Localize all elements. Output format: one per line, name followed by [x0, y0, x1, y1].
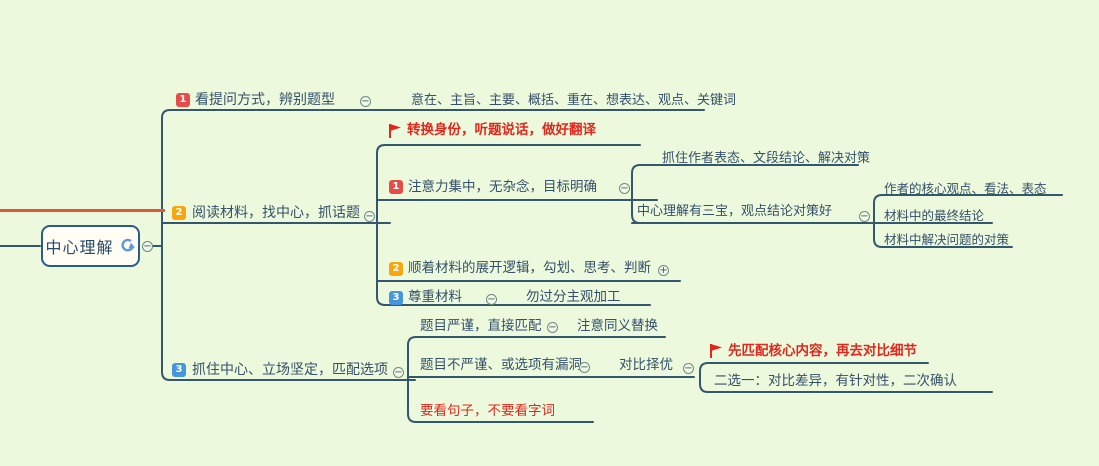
sanbao-child-node[interactable]: 材料中解决问题的对策 [884, 232, 1010, 247]
strict-collapse-icon[interactable]: − [547, 322, 558, 333]
branch-2-note-node[interactable]: 转换身份，听题说话，做好翻译 [407, 122, 596, 138]
flag-icon [389, 124, 401, 138]
branch-1-child-node[interactable]: 意在、主旨、主要、概括、重在、想表达、观点、关键词 [411, 93, 737, 108]
root-label: 中心理解 [45, 238, 114, 257]
branch-1-node[interactable]: 看提问方式，辨别题型 [195, 92, 335, 108]
focus-node[interactable]: 注意力集中，无杂念，目标明确 [408, 179, 597, 195]
respect-collapse-icon[interactable]: − [486, 294, 497, 305]
respect-node[interactable]: 尊重材料 [408, 289, 462, 305]
root-collapse-icon[interactable]: − [142, 241, 153, 252]
branch-1-collapse-icon[interactable]: − [360, 96, 371, 107]
two-choice-node[interactable]: 二选一：对比差异，有针对性，二次确认 [714, 373, 957, 389]
compare-collapse-icon[interactable]: − [683, 363, 694, 374]
logic-node[interactable]: 顺着材料的展开逻辑，勾划、思考、判断 [408, 260, 651, 276]
respect-child-node[interactable]: 勿过分主观加工 [526, 289, 621, 305]
strict-child-node[interactable]: 注意同义替换 [577, 318, 658, 334]
logic-expand-icon[interactable]: + [658, 265, 669, 276]
compare-note-node[interactable]: 先匹配核心内容，再去对比细节 [728, 343, 917, 359]
branch-3-collapse-icon[interactable]: − [393, 367, 404, 378]
sanbao-node[interactable]: 中心理解有三宝，观点结论对策好 [637, 204, 833, 219]
grab-attitude-node[interactable]: 抓住作者表态、文段结论、解决对策 [662, 151, 871, 166]
focus-collapse-icon[interactable]: − [619, 183, 630, 194]
flag-icon [710, 344, 722, 358]
priority-3-marker-icon: 3 [172, 363, 186, 377]
priority-1-marker-icon: 1 [176, 93, 190, 107]
sanbao-child-node[interactable]: 作者的核心观点、看法、表态 [884, 181, 1047, 196]
loose-node[interactable]: 题目不严谨、或选项有漏洞 [420, 357, 582, 373]
offscreen-branch-line [0, 209, 165, 212]
loose-collapse-icon[interactable]: − [579, 362, 590, 373]
branch-3-node[interactable]: 抓住中心、立场坚定，匹配选项 [192, 362, 388, 378]
compare-node[interactable]: 对比择优 [619, 357, 673, 373]
priority-3-marker-icon: 3 [389, 291, 403, 305]
priority-2-marker-icon: 2 [389, 262, 403, 276]
branch-2-node[interactable]: 阅读材料，找中心，抓话题 [192, 205, 360, 221]
sanbao-collapse-icon[interactable]: − [859, 211, 870, 222]
priority-2-marker-icon: 2 [172, 206, 186, 220]
branch-2-collapse-icon[interactable]: − [364, 211, 375, 222]
strict-node[interactable]: 题目严谨，直接匹配 [420, 318, 542, 334]
curved-arrow-icon [120, 238, 135, 252]
priority-1-marker-icon: 1 [389, 180, 403, 194]
sentence-note-node[interactable]: 要看句子，不要看字词 [420, 403, 555, 419]
root-node[interactable]: 中心理解 [41, 225, 140, 267]
sanbao-child-node[interactable]: 材料中的最终结论 [884, 208, 985, 223]
